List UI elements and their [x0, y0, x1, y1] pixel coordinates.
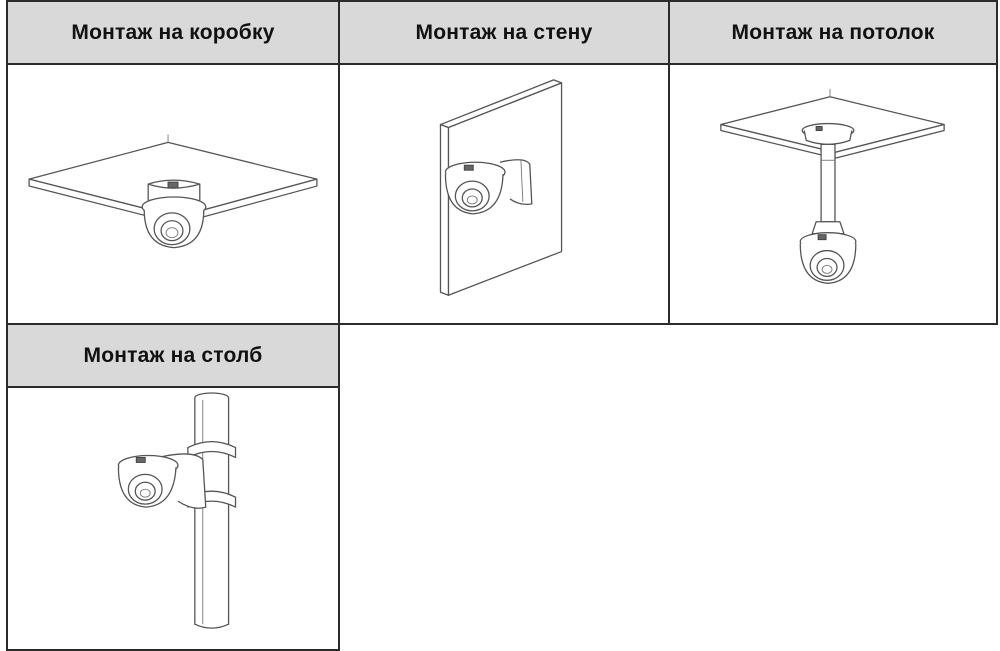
cell-title: Монтаж на столб — [83, 343, 263, 367]
cell-header: Монтаж на столб — [8, 325, 338, 388]
cell-title: Монтаж на стену — [415, 20, 593, 44]
cell-title: Монтаж на потолок — [731, 20, 935, 44]
box-mount-icon — [8, 65, 338, 323]
cell-header: Монтаж на стену — [340, 2, 668, 65]
pole-mount-icon — [8, 388, 338, 649]
mount-cell-ceiling: Монтаж на потолок — [668, 0, 998, 325]
mount-cell-wall: Монтаж на стену — [338, 0, 670, 325]
ceiling-mount-icon — [670, 65, 996, 323]
mount-cell-pole: Монтаж на столб — [6, 323, 340, 651]
wall-mount-icon — [340, 65, 668, 323]
cell-header: Монтаж на потолок — [670, 2, 996, 65]
cell-header: Монтаж на коробку — [8, 2, 338, 65]
cell-title: Монтаж на коробку — [71, 20, 275, 44]
mount-cell-box: Монтаж на коробку — [6, 0, 340, 325]
